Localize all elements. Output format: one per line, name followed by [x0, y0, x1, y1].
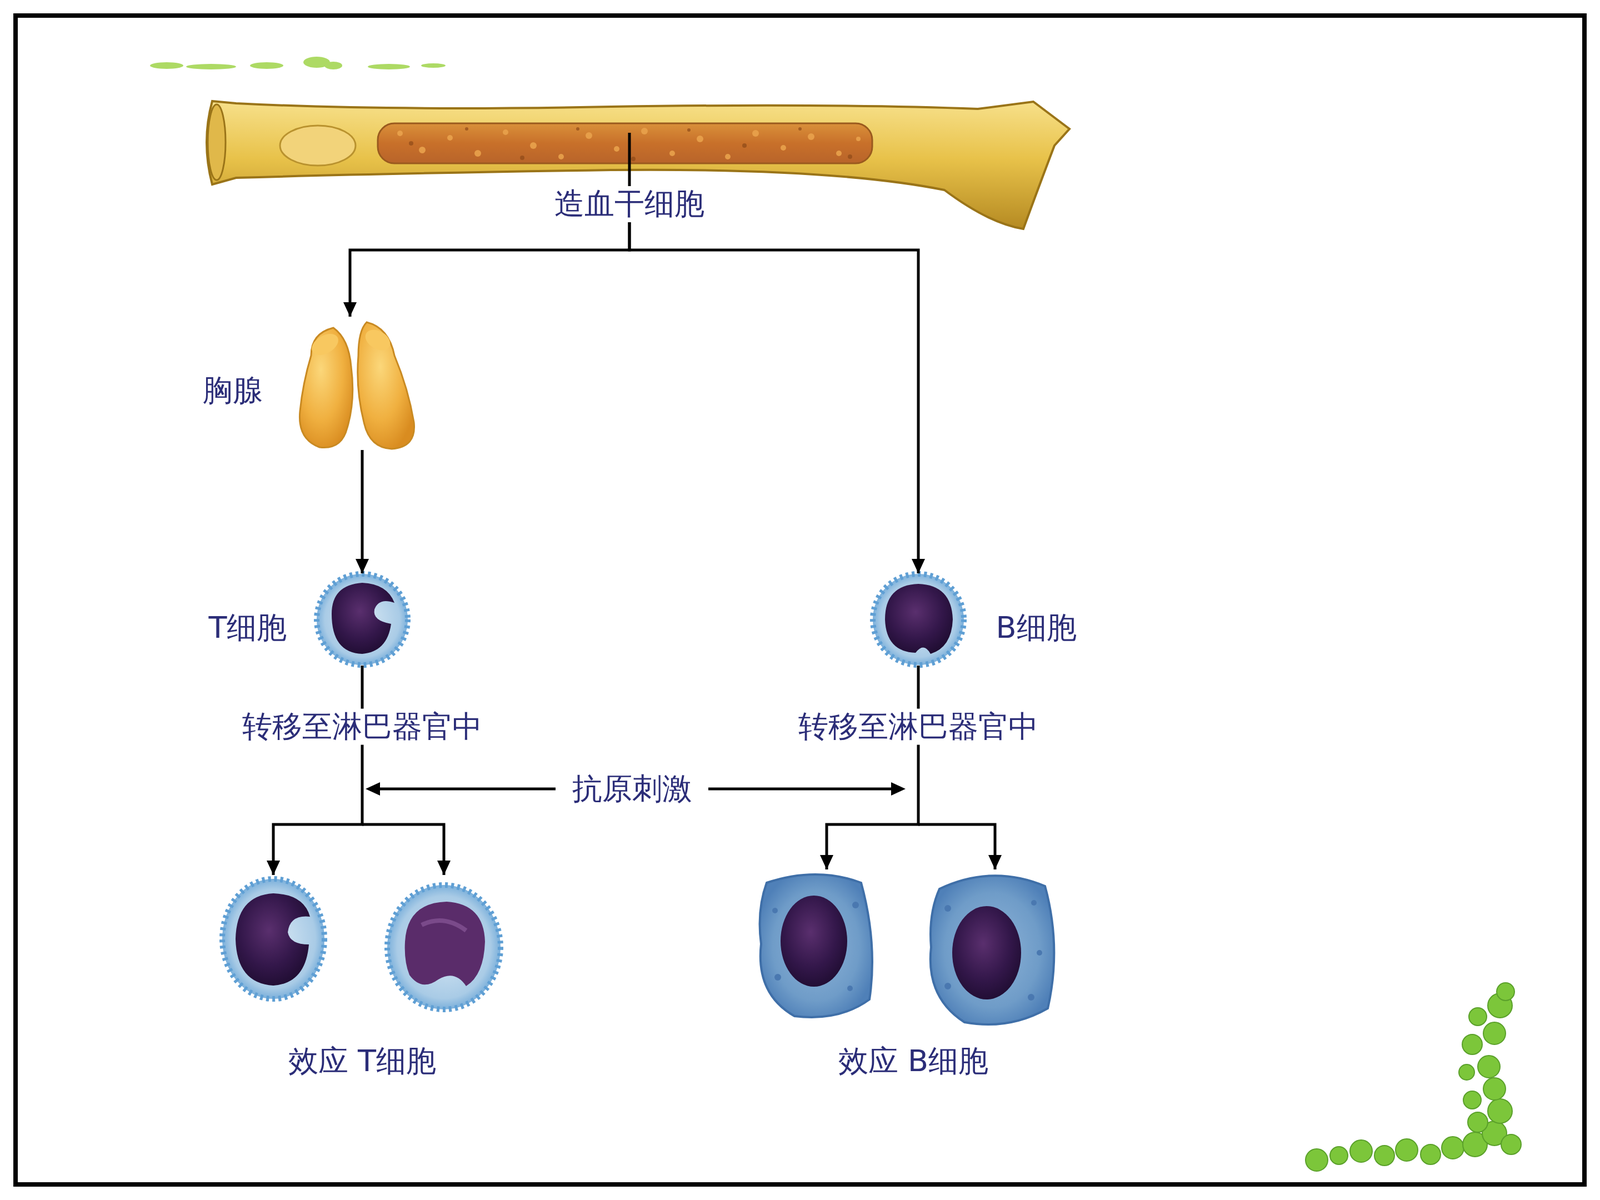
node-label: 胸腺	[202, 373, 263, 407]
arrow-head	[266, 860, 280, 875]
edge-label: 转移至淋巴器官中	[793, 708, 1043, 745]
connector	[820, 665, 1002, 870]
thymus-illustration	[299, 322, 414, 449]
arrow-head	[355, 558, 369, 574]
t-cell-node: T细胞	[316, 573, 409, 666]
arrow-head	[911, 558, 925, 574]
connector-line	[629, 222, 919, 574]
arrow-head	[343, 302, 357, 317]
green-decoration	[1305, 982, 1522, 1172]
connector-line	[918, 824, 995, 870]
arrow-head	[820, 855, 834, 870]
connector-line	[273, 665, 363, 875]
node-label: B细胞	[995, 611, 1077, 644]
t-cell-illustration	[316, 573, 408, 665]
green-decoration	[150, 56, 446, 70]
connector	[355, 450, 369, 574]
effector-t-cell-illustration	[387, 885, 501, 1010]
leader-line	[628, 132, 632, 187]
node-label: 效应 B细胞	[838, 1044, 989, 1078]
arrow-head	[988, 855, 1002, 870]
connector-line	[361, 450, 364, 574]
effector-t-cell-illustration	[222, 878, 325, 999]
connector-line	[362, 824, 444, 875]
node-label: 效应 T细胞	[288, 1044, 437, 1078]
node-label: 造血干细胞	[554, 187, 705, 220]
frame-border	[15, 15, 1585, 1185]
b-cell-node: B细胞	[872, 573, 965, 666]
node-label: T细胞	[208, 611, 288, 644]
b-cell-illustration	[872, 573, 964, 665]
annotation-label: 抗原刺激	[566, 771, 698, 808]
thymus-node: 胸腺	[288, 316, 412, 450]
effector-t-node: 效应 T细胞	[222, 875, 500, 1089]
connector-line	[826, 665, 919, 870]
effector-b-cell-illustration	[760, 874, 873, 1018]
edge-label: 转移至淋巴器官中	[237, 708, 487, 745]
bone-illustration	[206, 101, 1070, 229]
effector-b-cell-illustration	[930, 875, 1055, 1025]
stem-cell-node: 造血干细胞	[203, 97, 1055, 223]
connector-line	[350, 222, 630, 317]
arrow-head	[437, 860, 451, 875]
connector	[343, 222, 630, 317]
connector	[266, 665, 451, 875]
connector	[629, 222, 925, 574]
effector-b-node: 效应 B细胞	[755, 869, 1067, 1089]
